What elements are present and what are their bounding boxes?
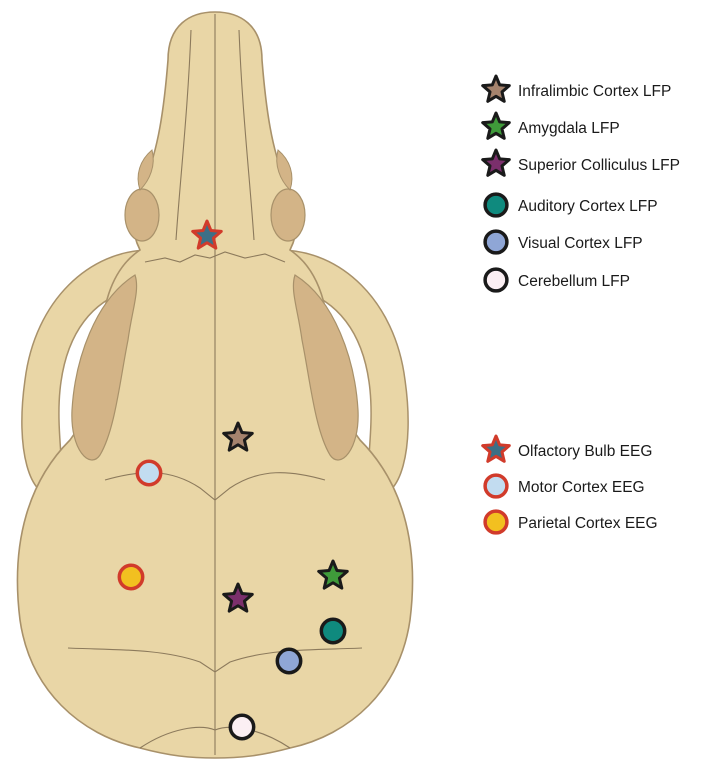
legend-label: Motor Cortex EEG xyxy=(518,479,645,496)
star-icon xyxy=(483,150,510,175)
legend-item-infralimbic: Infralimbic Cortex LFP xyxy=(483,76,672,101)
legend-item-amygdala: Amygdala LFP xyxy=(483,113,620,138)
legend-label: Cerebellum LFP xyxy=(518,273,630,290)
circle-icon xyxy=(485,475,507,497)
rat-skull-illustration xyxy=(17,12,412,758)
star-icon xyxy=(483,436,510,461)
legend-item-parietal-cortex: Parietal Cortex EEG xyxy=(485,511,657,533)
star-icon xyxy=(483,113,510,138)
parietal-cortex-eeg-marker xyxy=(119,565,142,588)
legend-label: Visual Cortex LFP xyxy=(518,235,643,252)
legend-item-superior-colliculus: Superior Colliculus LFP xyxy=(483,150,680,175)
legend-label: Olfactory Bulb EEG xyxy=(518,443,652,460)
circle-icon xyxy=(485,511,507,533)
legend-lfp: Infralimbic Cortex LFP Amygdala LFP Supe… xyxy=(483,76,680,291)
right-lacrimal-process xyxy=(271,189,305,241)
legend-label: Infralimbic Cortex LFP xyxy=(518,83,671,100)
legend-label: Parietal Cortex EEG xyxy=(518,515,658,532)
star-icon xyxy=(483,76,510,101)
legend-label: Amygdala LFP xyxy=(518,120,620,137)
legend-item-visual: Visual Cortex LFP xyxy=(485,231,643,253)
legend-item-motor-cortex: Motor Cortex EEG xyxy=(485,475,645,497)
circle-icon xyxy=(485,194,507,216)
circle-icon xyxy=(485,231,507,253)
legend-item-auditory: Auditory Cortex LFP xyxy=(485,194,657,216)
legend-item-olfactory-bulb: Olfactory Bulb EEG xyxy=(483,436,653,461)
legend-item-cerebellum: Cerebellum LFP xyxy=(485,269,630,291)
legend-label: Auditory Cortex LFP xyxy=(518,198,658,215)
cerebellum-lfp-marker xyxy=(230,715,253,738)
circle-icon xyxy=(485,269,507,291)
visual-cortex-lfp-marker xyxy=(277,649,300,672)
legend-label: Superior Colliculus LFP xyxy=(518,157,680,174)
auditory-cortex-lfp-marker xyxy=(321,619,344,642)
left-lacrimal-process xyxy=(125,189,159,241)
motor-cortex-eeg-marker xyxy=(137,461,160,484)
legend-eeg: Olfactory Bulb EEG Motor Cortex EEG Pari… xyxy=(483,436,658,533)
